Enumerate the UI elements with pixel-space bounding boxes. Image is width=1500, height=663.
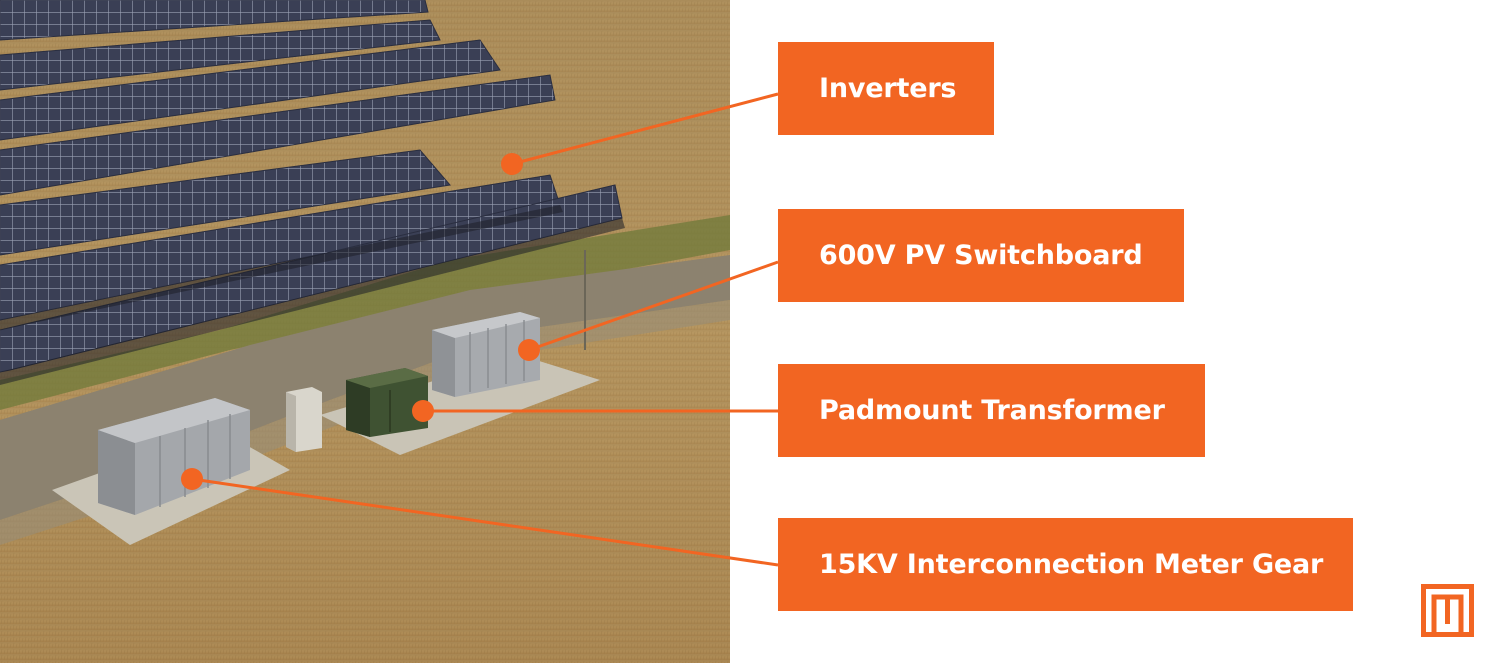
transformer-label-text: Padmount Transformer bbox=[819, 395, 1165, 426]
inverters-label-text: Inverters bbox=[819, 73, 957, 104]
small-cabinet bbox=[286, 387, 322, 452]
solar-panel-rows bbox=[0, 0, 623, 373]
meter-gear-label: 15KV Interconnection Meter Gear bbox=[778, 518, 1353, 611]
meter-gear-cabinet bbox=[98, 398, 250, 515]
transformer-unit bbox=[346, 368, 428, 437]
brand-logo-icon bbox=[1421, 584, 1474, 637]
meter-gear-label-text: 15KV Interconnection Meter Gear bbox=[819, 549, 1324, 580]
switchboard-label-text: 600V PV Switchboard bbox=[819, 240, 1143, 271]
site-photo bbox=[0, 0, 730, 663]
inverters-label: Inverters bbox=[778, 42, 994, 135]
switchboard-cabinet bbox=[432, 312, 540, 397]
transformer-label: Padmount Transformer bbox=[778, 364, 1205, 457]
switchboard-label: 600V PV Switchboard bbox=[778, 209, 1184, 302]
